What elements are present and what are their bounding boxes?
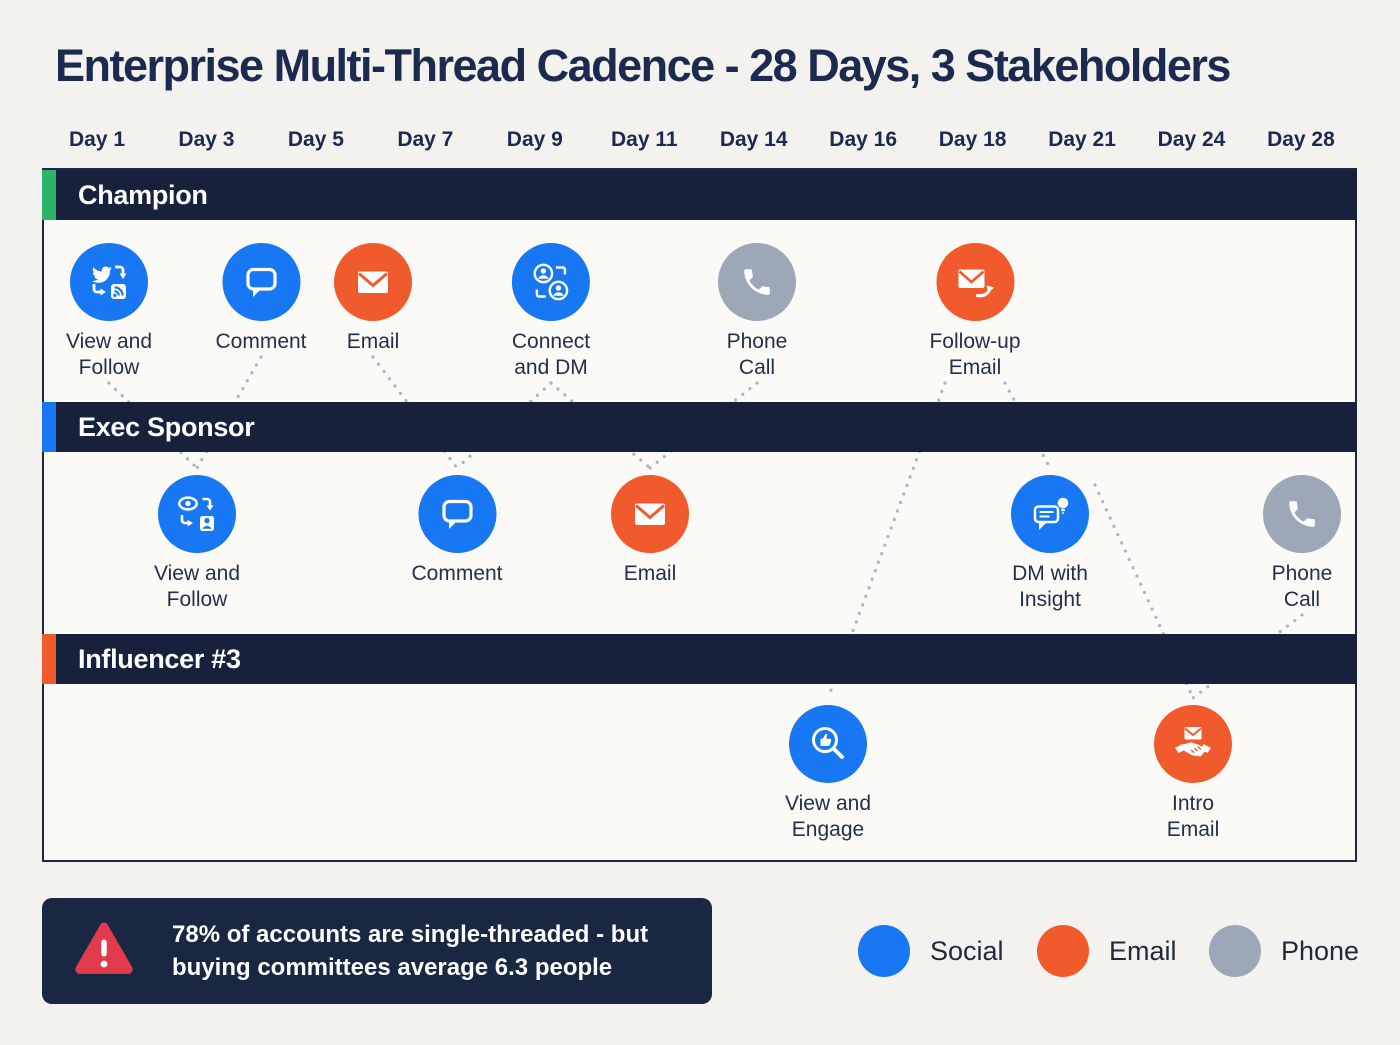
cadence-step: Email — [611, 475, 689, 587]
legend-label: Email — [1109, 935, 1177, 966]
intro-email-icon — [1175, 727, 1211, 757]
day-label: Day 28 — [1267, 128, 1335, 151]
view-engage-icon — [811, 727, 844, 759]
step-circle-social — [788, 705, 867, 783]
step-label: Phone Call — [726, 330, 788, 379]
phone-icon — [1289, 501, 1315, 527]
cadence-step: Comment — [215, 243, 307, 355]
lane-header-influencer-3: Influencer #3 — [42, 634, 1357, 684]
step-circle-social — [157, 475, 236, 553]
step-circle-email — [334, 243, 412, 321]
cadence-step: Email — [334, 243, 412, 355]
step-label: Comment — [215, 330, 307, 353]
step-label: View and Follow — [153, 562, 241, 611]
step-label: Follow-up Email — [929, 330, 1021, 379]
cadence-step: View and Follow — [66, 243, 152, 381]
lane-header-exec-sponsor: Exec Sponsor — [42, 402, 1357, 452]
legend-item-email: Email — [1037, 925, 1177, 977]
lane-title: Champion — [78, 179, 208, 210]
phone-icon — [744, 269, 770, 295]
step-label: Comment — [411, 562, 503, 585]
email-icon — [635, 503, 665, 525]
step-label: Phone Call — [1271, 562, 1333, 611]
email-icon — [358, 271, 388, 293]
step-label: Email — [623, 562, 677, 585]
lane-header-champion: Champion — [42, 170, 1357, 220]
cadence-step: Phone Call — [1263, 475, 1341, 613]
step-circle-social — [1011, 475, 1089, 553]
cadence-step: Comment — [411, 475, 503, 587]
cadence-step: DM with Insight — [1011, 475, 1089, 613]
day-label: Day 14 — [719, 128, 788, 151]
step-label: Connect and DM — [511, 330, 591, 379]
legend-swatch — [858, 925, 910, 977]
warning-callout: 78% of accounts are single-threaded - bu… — [42, 898, 712, 1004]
view-follow-icon — [178, 496, 214, 531]
step-circle-social — [222, 243, 300, 321]
legend-label: Social — [930, 935, 1004, 966]
cadence-chart: Champion View and Follow Comment Email C… — [42, 168, 1357, 862]
step-circle-email — [1154, 705, 1232, 783]
cadence-step: View and Engage — [785, 705, 871, 843]
step-label: View and Follow — [65, 330, 153, 379]
day-label: Day 16 — [829, 128, 897, 151]
legend-label: Phone — [1281, 935, 1360, 966]
step-label: View and Engage — [784, 792, 872, 841]
comment-icon — [245, 267, 277, 297]
cadence-step: Phone Call — [718, 243, 796, 381]
day-label: Day 1 — [68, 128, 126, 151]
step-circle-email — [935, 243, 1014, 321]
social-follow-icon — [91, 265, 127, 299]
day-label: Day 5 — [287, 128, 344, 151]
warning-icon — [75, 922, 133, 974]
day-label: Day 7 — [397, 128, 454, 151]
lane-accent-bar — [42, 402, 56, 452]
day-label: Day 24 — [1157, 128, 1226, 151]
legend-swatch — [1037, 925, 1089, 977]
day-label: Day 21 — [1048, 128, 1116, 151]
lane-accent-bar — [42, 634, 56, 684]
cadence-step: Intro Email — [1154, 705, 1232, 843]
legend-swatch — [1209, 925, 1261, 977]
cadence-step: Follow-up Email — [929, 243, 1021, 381]
step-circle-phone — [718, 243, 796, 321]
followup-email-icon — [957, 269, 994, 298]
step-circle-social — [512, 243, 590, 321]
step-label: Email — [346, 330, 400, 353]
cadence-step: View and Follow — [154, 475, 240, 613]
day-label: Day 18 — [938, 128, 1007, 151]
page-title: Enterprise Multi-Thread Cadence - 28 Day… — [55, 40, 1231, 91]
legend-item-social: Social — [858, 925, 1004, 977]
callout-text: 78% of accounts are single-threaded - bu… — [172, 921, 649, 981]
step-circle-phone — [1263, 475, 1341, 553]
lane-title: Influencer #3 — [78, 643, 241, 674]
step-label: Intro Email — [1166, 792, 1220, 841]
day-label: Day 11 — [610, 128, 678, 151]
comment-icon — [441, 499, 473, 529]
dm-insight-icon — [1033, 497, 1069, 530]
step-circle-social — [69, 243, 148, 321]
connect-dm-icon — [533, 263, 569, 301]
step-label: DM with Insight — [1012, 562, 1088, 611]
legend-item-phone: Phone — [1209, 925, 1359, 977]
cadence-step: Connect and DM — [512, 243, 590, 381]
step-circle-email — [611, 475, 689, 553]
day-label: Day 3 — [178, 128, 235, 151]
step-circle-social — [418, 475, 496, 553]
lane-title: Exec Sponsor — [78, 411, 255, 442]
warning-icon-slot — [72, 920, 136, 983]
lane-accent-bar — [42, 170, 56, 220]
day-label: Day 9 — [506, 128, 563, 151]
